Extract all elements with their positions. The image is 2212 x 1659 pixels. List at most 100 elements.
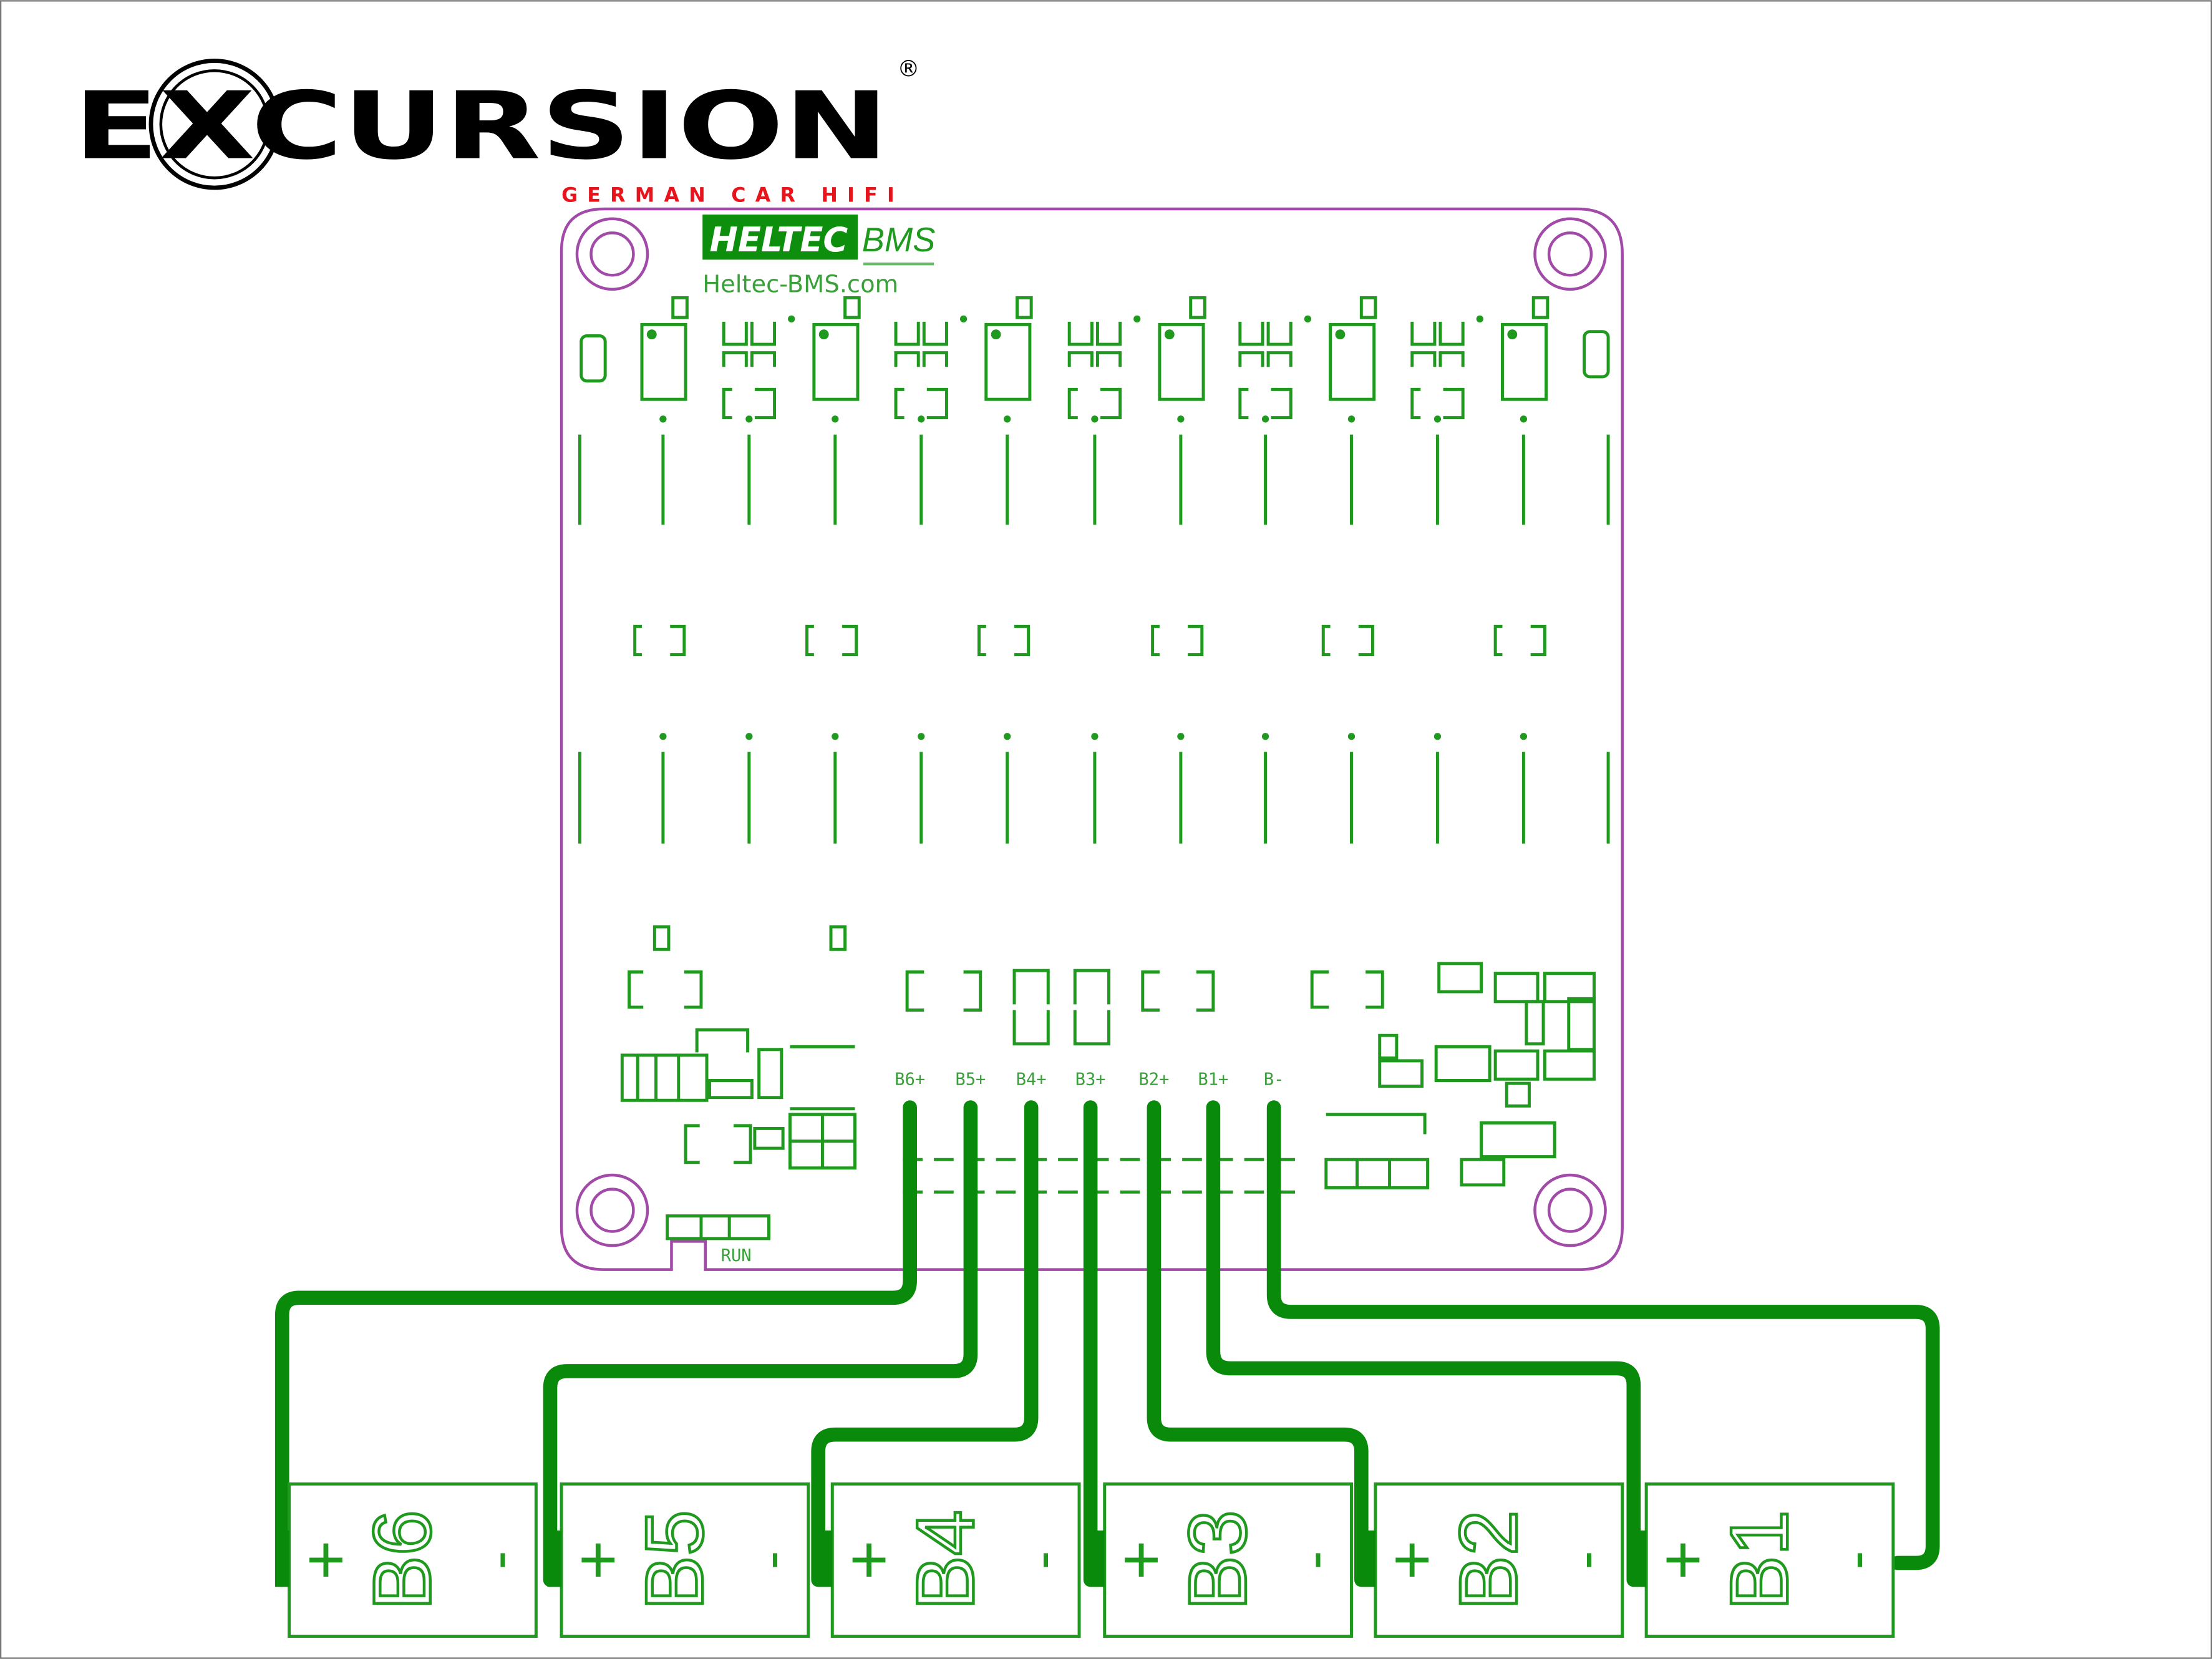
terminal-label: B4+	[1016, 1070, 1047, 1089]
capacitor	[1321, 624, 1374, 657]
capacitor	[805, 624, 858, 657]
smd-part	[652, 925, 671, 951]
via-dot	[1520, 415, 1528, 423]
battery-cell	[1374, 1482, 1624, 1638]
pcb-components	[578, 296, 1610, 1241]
terminal-label: B3+	[1075, 1070, 1106, 1089]
registered-mark: ®	[897, 55, 919, 82]
capacitor	[1067, 387, 1122, 420]
plus-sign: +	[849, 1522, 888, 1598]
battery-terminal	[818, 1530, 833, 1587]
minus-sign: -	[1011, 1550, 1074, 1569]
plus-sign: +	[1122, 1522, 1161, 1598]
battery-label: B1	[1713, 1510, 1805, 1610]
via-dot	[1177, 415, 1185, 423]
battery-B1: +B1 -	[1632, 1482, 1895, 1638]
website-text: Heltec-BMS.com	[702, 270, 898, 298]
battery-terminal	[1090, 1530, 1105, 1587]
minus-sign: -	[1553, 1550, 1616, 1569]
smd-part	[708, 1079, 754, 1100]
battery-label: B3	[1171, 1510, 1263, 1610]
mosfet	[640, 322, 687, 401]
pin1-dot	[1164, 329, 1175, 340]
wire-B-	[1266, 1100, 1940, 1570]
plus-sign: +	[1663, 1522, 1702, 1598]
batteries: +B6-+B5-+B4-+B3-+B2-+B1-	[274, 1482, 1895, 1638]
mounting-hole	[575, 217, 649, 291]
via-dot	[918, 415, 925, 423]
resistor-pair	[894, 321, 948, 367]
smd-part	[1189, 296, 1206, 319]
battery-label: B4	[899, 1510, 991, 1610]
terminal-label: B6+	[895, 1070, 925, 1089]
via-dot	[1177, 733, 1185, 740]
pin1-dot	[1476, 315, 1483, 322]
smd-part	[790, 1045, 855, 1111]
battery-cell	[288, 1482, 538, 1638]
heltec-text: HELTEC	[710, 220, 848, 259]
bms-text: BMS	[862, 221, 936, 259]
minus-sign: -	[1825, 1550, 1888, 1569]
wire-B6+	[274, 1100, 917, 1587]
pin1-dot	[1133, 315, 1141, 322]
smd-part	[1378, 1033, 1424, 1088]
battery-cell	[830, 1482, 1081, 1638]
smd-part	[671, 296, 689, 319]
smd-part	[580, 334, 607, 383]
minus-sign: -	[467, 1550, 530, 1569]
terminal-label: B5+	[955, 1070, 986, 1089]
via-dot	[745, 733, 753, 740]
mounting-hole-inner	[1547, 231, 1593, 277]
smd-part	[1310, 970, 1384, 1009]
resistor-pair	[1238, 321, 1293, 367]
via-dot	[1091, 415, 1099, 423]
via-dot	[918, 733, 925, 740]
via-dot	[1347, 415, 1356, 423]
mounting-hole	[1533, 217, 1607, 291]
smd-part	[1583, 330, 1610, 379]
battery-B3: +B3-	[1090, 1482, 1353, 1638]
minus-sign: -	[739, 1550, 802, 1569]
smd-part	[695, 1028, 750, 1053]
battery-terminal	[1632, 1530, 1647, 1587]
via-dot	[1091, 733, 1099, 740]
via-dot	[1433, 733, 1442, 740]
battery-B5: +B5-	[547, 1482, 810, 1638]
terminal-label: B1+	[1198, 1070, 1228, 1089]
wire-B1+	[1206, 1100, 1641, 1587]
smd-part	[1016, 296, 1033, 319]
smd-part	[1531, 296, 1550, 319]
battery-B6: +B6-	[274, 1482, 538, 1638]
battery-terminal	[1361, 1530, 1375, 1587]
capacitor	[894, 387, 948, 420]
battery-terminal	[274, 1530, 289, 1587]
capacitor	[977, 624, 1031, 657]
wire-B5+	[543, 1100, 978, 1587]
wire-B4+	[811, 1100, 1039, 1587]
smd-part	[666, 1214, 770, 1241]
pin1-dot	[818, 329, 829, 340]
heltec-logo: HELTEC BMS	[702, 214, 936, 266]
via-dot	[1520, 733, 1528, 740]
mosfet	[1158, 322, 1205, 401]
smd-part	[788, 1113, 856, 1170]
bms-underline	[863, 262, 934, 266]
smd-part	[620, 1053, 709, 1102]
pin1-dot	[991, 329, 1001, 340]
resistor-pair	[1410, 321, 1465, 367]
capacitor	[722, 387, 777, 420]
via-dot	[1261, 733, 1269, 740]
run-label: RUN	[721, 1246, 752, 1265]
battery-label: B5	[628, 1510, 720, 1610]
battery-B2: +B2-	[1361, 1482, 1624, 1638]
brand-text: EXCURSION	[74, 72, 889, 181]
mounting-hole	[575, 1173, 649, 1247]
smd-part	[753, 1126, 785, 1150]
via-dot	[832, 733, 839, 740]
capacitor	[1151, 624, 1204, 657]
pin1-dot	[1335, 329, 1346, 340]
resistor-pair	[1067, 321, 1122, 367]
plus-sign: +	[306, 1522, 346, 1598]
mounting-hole-inner	[589, 231, 635, 277]
